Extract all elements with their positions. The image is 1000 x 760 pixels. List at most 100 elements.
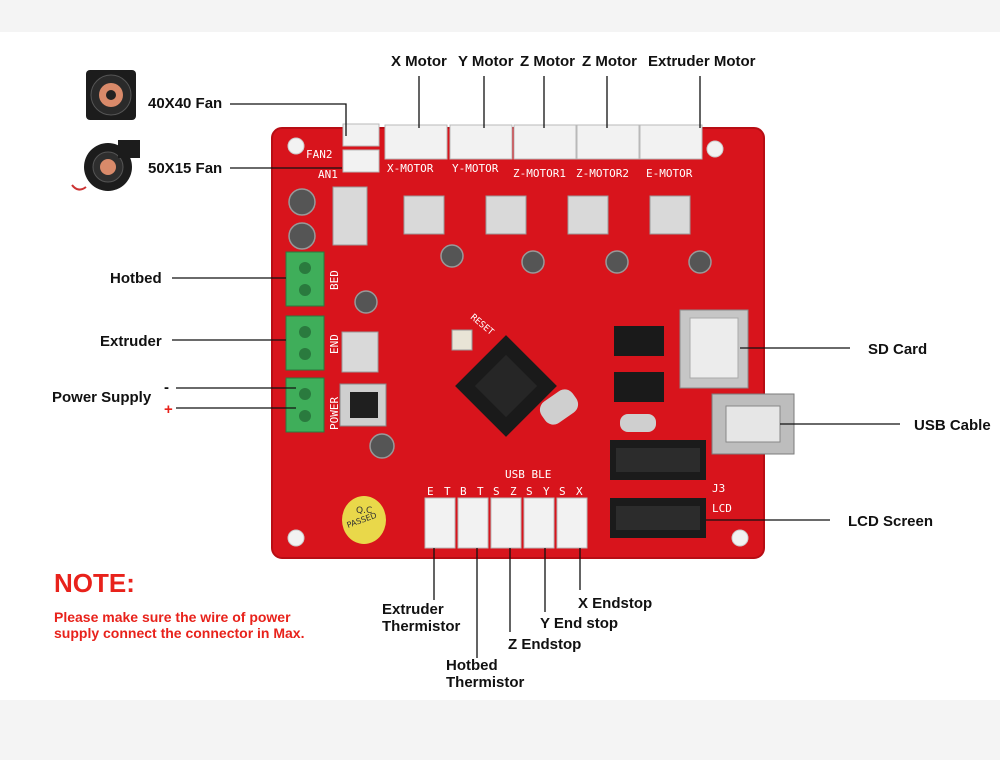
- silk-z-motor1: Z-MOTOR1: [513, 167, 566, 180]
- capacitor: [440, 244, 464, 268]
- j3-header: [610, 440, 706, 480]
- capacitor: [605, 250, 629, 274]
- silk-pin: S: [559, 485, 566, 498]
- bottom-connectors: [424, 497, 588, 549]
- silk-pin: S: [526, 485, 533, 498]
- y-endstop-connector: [523, 497, 555, 549]
- label-z-motor-2: Z Motor: [582, 53, 637, 70]
- label-x-endstop: X Endstop: [578, 595, 652, 612]
- logic-chip: [614, 326, 664, 356]
- silk-fan1: AN1: [318, 168, 338, 181]
- label-extruder-thermistor-line1: Extruder: [382, 601, 444, 618]
- crystal: [620, 414, 656, 432]
- silk-power: POWER: [328, 397, 341, 430]
- label-y-endstop: Y End stop: [540, 615, 618, 632]
- x-motor-connector: [384, 124, 448, 160]
- sd-card-slot: [679, 309, 749, 389]
- driver-heatsinks: [332, 186, 691, 373]
- silk-pin: S: [493, 485, 500, 498]
- silk-pin: T: [477, 485, 484, 498]
- label-hotbed: Hotbed: [110, 270, 162, 287]
- silk-y-motor: Y-MOTOR: [452, 162, 499, 175]
- capacitor: [521, 250, 545, 274]
- capacitors: [288, 188, 712, 459]
- x-driver-heatsink: [403, 195, 445, 235]
- fan1-connector: [342, 149, 380, 173]
- note-line-1: Please make sure the wire of power: [54, 609, 291, 625]
- mount-hole: [731, 529, 749, 547]
- label-usb-cable: USB Cable: [914, 417, 991, 434]
- silk-fan2: FAN2: [306, 148, 333, 161]
- silk-end: END: [328, 334, 341, 354]
- silk-bed: BED: [328, 270, 341, 290]
- lcd-header: [610, 498, 706, 538]
- leader-lines: [172, 76, 900, 658]
- polarity-plus: +: [164, 401, 173, 418]
- reset-button: [451, 329, 473, 351]
- y-motor-connector: [449, 124, 513, 160]
- usb-port: [711, 393, 795, 455]
- label-x-motor: X Motor: [391, 53, 447, 70]
- qc-sticker: [342, 496, 386, 544]
- mount-hole: [706, 140, 724, 158]
- hotbed-terminal: [285, 251, 325, 307]
- note-line-2: supply connect the connector in Max.: [54, 625, 304, 641]
- controller-board: FAN2 AN1 X-MOTOR Y-MOTOR Z-MOTOR1 Z-MOTO…: [271, 123, 795, 559]
- silk-pin: T: [444, 485, 451, 498]
- label-lcd-screen: LCD Screen: [848, 513, 933, 530]
- silk-e-motor: E-MOTOR: [646, 167, 693, 180]
- label-extruder-thermistor-line2: Thermistor: [382, 618, 461, 635]
- extruder-terminal: [285, 315, 325, 371]
- screw-terminals: [285, 251, 325, 433]
- silk-lcd: LCD: [712, 502, 732, 515]
- polarity-minus: -: [164, 379, 169, 396]
- label-hotbed-thermistor-line2: Thermistor: [446, 674, 525, 691]
- fan-40-icon: [86, 70, 136, 120]
- silk-pin: B: [460, 485, 467, 498]
- extruder-thermistor-connector: [424, 497, 456, 549]
- silk-pin: Y: [543, 485, 550, 498]
- capacitor: [288, 188, 316, 216]
- capacitor: [369, 433, 395, 459]
- hotbed-thermistor-connector: [457, 497, 489, 549]
- fan2-connector: [342, 123, 380, 147]
- mount-hole: [287, 529, 305, 547]
- silk-pin: E: [427, 485, 434, 498]
- e-motor-connector: [639, 124, 703, 160]
- z-motor-2-connector: [576, 124, 640, 160]
- callout-labels: X Motor Y Motor Z Motor Z Motor Extruder…: [52, 53, 991, 691]
- label-fan-50: 50X15 Fan: [148, 160, 222, 177]
- power-terminal: [285, 377, 325, 433]
- label-y-motor: Y Motor: [458, 53, 514, 70]
- motor-connectors: [384, 124, 703, 160]
- label-z-motor-1: Z Motor: [520, 53, 575, 70]
- bottom-pin-labels: E T B T S Z S Y S X: [427, 485, 583, 498]
- label-z-endstop: Z Endstop: [508, 636, 581, 653]
- y-driver-heatsink: [485, 195, 527, 235]
- capacitor: [288, 222, 316, 250]
- mount-hole: [287, 137, 305, 155]
- logic-chip: [614, 372, 664, 402]
- silk-x-motor: X-MOTOR: [387, 162, 434, 175]
- z-endstop-connector: [490, 497, 522, 549]
- crystal: [539, 389, 579, 425]
- regulator-heatsink: [341, 331, 379, 373]
- silk-j3: J3: [712, 482, 725, 495]
- silk-usb-ble: USB BLE: [505, 468, 551, 481]
- capacitor: [688, 250, 712, 274]
- x-endstop-connector: [556, 497, 588, 549]
- fan-50-icon: [71, 140, 140, 191]
- qc-text: Q.C: [356, 506, 372, 516]
- z-driver-heatsink: [567, 195, 609, 235]
- silk-pin: X: [576, 485, 583, 498]
- note-title: NOTE:: [54, 568, 135, 598]
- e-driver-heatsink: [649, 195, 691, 235]
- capacitor: [354, 290, 378, 314]
- label-fan-40: 40X40 Fan: [148, 95, 222, 112]
- z-motor-1-connector: [513, 124, 577, 160]
- mosfet-heatsink: [332, 186, 368, 246]
- label-sd-card: SD Card: [868, 341, 927, 358]
- label-hotbed-thermistor-line1: Hotbed: [446, 657, 498, 674]
